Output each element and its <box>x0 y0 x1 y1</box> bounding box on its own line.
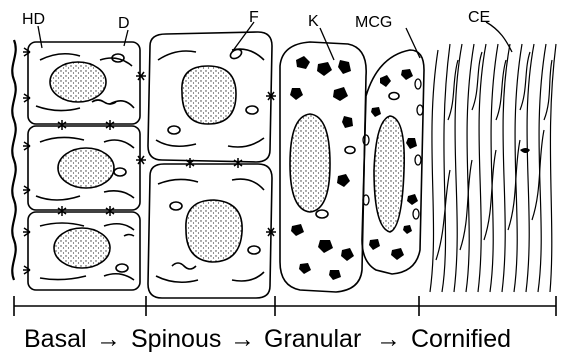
stage-label-cornified: Cornified <box>411 325 511 353</box>
label-ce: CE <box>468 9 490 26</box>
basal-nucleus-2 <box>58 148 114 188</box>
basement-membrane <box>12 40 15 280</box>
granular-nucleus-2 <box>374 116 404 232</box>
label-d: D <box>118 15 130 32</box>
hemidesmosomes <box>23 48 30 274</box>
basal-layer <box>28 42 140 290</box>
spinous-nucleus-1 <box>182 66 236 124</box>
label-k: K <box>308 13 319 30</box>
label-hd: HD <box>22 11 45 28</box>
granular-nucleus-1 <box>290 114 330 212</box>
arrow-3: → <box>376 325 401 353</box>
stage-label-spinous: Spinous <box>131 325 221 353</box>
callout-leaders <box>38 22 512 60</box>
stage-bracket <box>14 296 556 316</box>
stage-label-granular: Granular <box>264 325 361 353</box>
spinous-nucleus-2 <box>186 200 242 262</box>
cornified-layer <box>430 44 556 292</box>
label-mcg: MCG <box>355 14 392 31</box>
basal-nucleus-3 <box>54 228 110 268</box>
spinous-layer <box>148 32 272 298</box>
label-f: F <box>249 9 259 26</box>
cornified-envelope-marker <box>520 148 530 153</box>
arrow-1: → <box>96 325 121 353</box>
stage-label-basal: Basal <box>24 325 87 353</box>
basal-nucleus-1 <box>50 62 106 102</box>
arrow-2: → <box>230 325 255 353</box>
